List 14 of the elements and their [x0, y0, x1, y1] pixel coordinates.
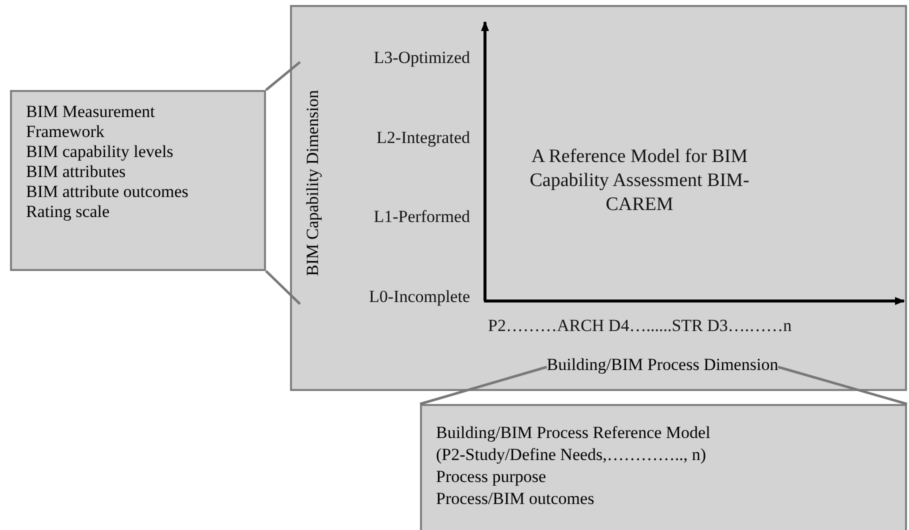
callout-box: Building/BIM Process Reference Model (P2-Study/Define Needs,………….., n) Process purpose Process/BIM outcomes — [420, 404, 907, 530]
level-label: L2-Integrated — [376, 127, 470, 148]
callout-line — [420, 366, 548, 406]
axis-title: BIM Capability Dimension — [300, 57, 326, 309]
axis-title: Building/BIM Process Dimension — [546, 355, 778, 375]
model-panel — [290, 5, 907, 391]
callout-line — [265, 270, 301, 305]
callout-line — [265, 61, 301, 91]
callout-line — [778, 366, 908, 406]
callout-box: BIM Measurement Framework BIM capability levels BIM attributes BIM attribute outcomes Rating scale — [10, 90, 266, 271]
level-label: L0-Incomplete — [368, 286, 470, 307]
level-label: L3-Optimized — [372, 47, 470, 68]
level-label: L1-Performed — [372, 206, 470, 227]
model-title: A Reference Model for BIM Capability Assessment BIM-CAREM — [528, 145, 750, 217]
